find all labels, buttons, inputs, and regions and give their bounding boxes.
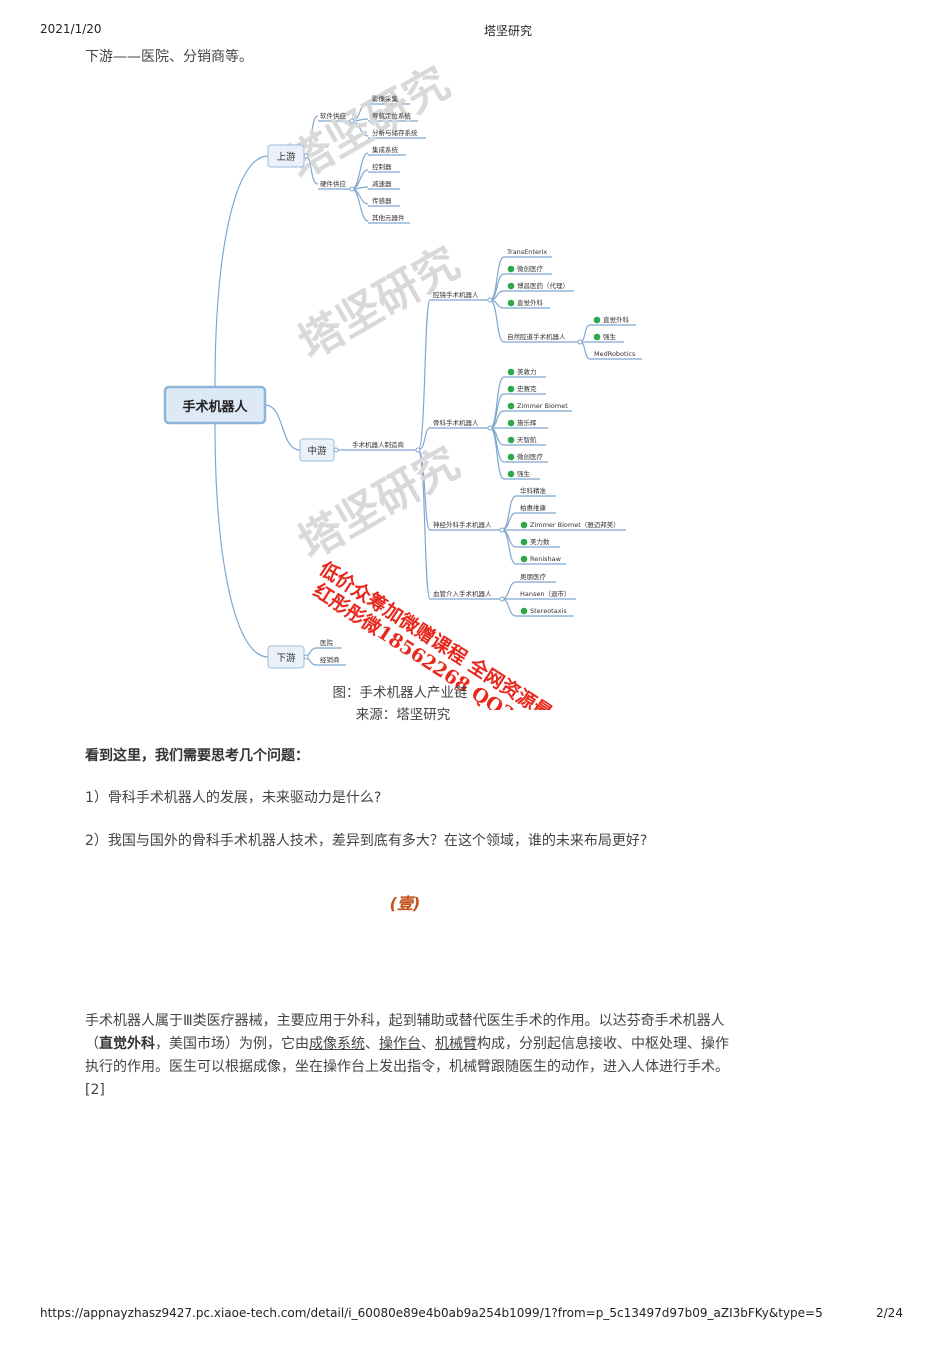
neuro-item-1: 华科精准: [520, 486, 547, 495]
midstream-node-label: 中游: [307, 445, 327, 457]
check-icon: [507, 265, 515, 273]
para-bold: 直觉外科: [99, 1036, 155, 1052]
nat-item-2: 强生: [603, 332, 617, 341]
vascular-node: 血管介入手术机器人: [433, 589, 492, 598]
para-text-3: 构成，分别起信息接收、中枢处理、操作执行的作用。医生可以根据成像，坐在操作台上发…: [85, 1036, 729, 1098]
para-underline-1: 成像系统: [309, 1036, 365, 1052]
check-icon: [507, 368, 515, 376]
check-icons: [507, 265, 601, 615]
neuro-item-5: Renishaw: [530, 555, 562, 563]
root-node-label: 手术机器人: [182, 399, 248, 415]
para-sep-2: 、: [421, 1036, 435, 1052]
check-icon: [507, 299, 515, 307]
para-sep-1: 、: [365, 1036, 379, 1052]
ortho-item-3: Zimmer Biomet: [517, 402, 568, 410]
check-icon: [593, 333, 601, 341]
laparoscopic-node: 腔镜手术机器人: [433, 290, 479, 299]
section-title: (壹): [389, 894, 421, 913]
root-node-box: [163, 385, 267, 425]
hw-item-1: 集成系统: [372, 145, 399, 154]
check-icon: [520, 607, 528, 615]
vasc-item-1: 奥朋医疗: [520, 572, 547, 581]
body-paragraph: 手术机器人属于Ⅲ类医疗器械，主要应用于外科，起到辅助或替代医生手术的作用。以达芬…: [85, 1010, 730, 1102]
hw-item-4: 传感器: [372, 196, 392, 205]
check-icon: [593, 316, 601, 324]
check-icon: [520, 555, 528, 563]
lap-item-2: 微创医疗: [517, 264, 544, 273]
nat-item-3: MedRobotics: [594, 350, 636, 358]
check-icon: [507, 470, 515, 478]
ortho-item-5: 天智航: [517, 435, 537, 444]
upstream-node-label: 上游: [276, 151, 296, 163]
down-item-2: 经销商: [320, 655, 340, 664]
watermark-faint-1: 塔坚研究: [280, 60, 458, 190]
question-2: 2）我国与国外的骨科手术机器人技术，差异到底有多大？在这个领域，谁的未来布局更好…: [85, 833, 648, 849]
para-text-1: 手术机器人属于Ⅲ类医疗器械，主要应用于外科，起到辅助或替代医生手术的作用。以达芬…: [85, 1013, 725, 1052]
question-1: 1）骨科手术机器人的发展，未来驱动力是什么?: [85, 790, 382, 806]
questions-heading: 看到这里，我们需要思考几个问题：: [85, 748, 309, 764]
vasc-item-3: Stereotaxis: [530, 607, 567, 615]
ortho-item-1: 美敦力: [517, 367, 537, 376]
manufacturer-node: 手术机器人制造商: [352, 440, 405, 449]
watermark-faint-2: 塔坚研究: [290, 237, 468, 369]
check-icon: [520, 521, 528, 529]
figure-source: 来源：塔坚研究: [355, 707, 451, 723]
lap-item-3: 博昌医药（代理）: [517, 281, 569, 290]
lap-item-4: 直觉外科: [517, 298, 544, 307]
header-title: 塔坚研究: [484, 24, 533, 38]
neuro-node: 神经外科手术机器人: [433, 520, 492, 529]
nat-item-1: 直觉外科: [603, 315, 630, 324]
orthopedic-node: 骨科手术机器人: [433, 418, 479, 427]
check-icon: [507, 402, 515, 410]
sw-item-1: 影像采集: [372, 94, 399, 103]
intro-line: 下游——医院、分销商等。: [85, 49, 253, 65]
vasc-item-2: Hansen（退市）: [520, 589, 571, 598]
neuro-item-2: 柏惠维康: [520, 503, 547, 512]
hw-item-5: 其他元器件: [372, 213, 405, 222]
ortho-item-6: 微创医疗: [517, 452, 544, 461]
natural-node: 自然腔道手术机器人: [507, 332, 566, 341]
check-icon: [507, 282, 515, 290]
sw-item-2: 导航定位系统: [372, 111, 412, 120]
figure-caption: 图：手术机器人产业链: [332, 685, 468, 701]
check-icon: [507, 436, 515, 444]
para-underline-2: 操作台: [379, 1036, 421, 1052]
neuro-item-4: 美力数: [530, 537, 550, 546]
para-text-2: ，美国市场）为例，它由: [155, 1036, 309, 1052]
downstream-node-label: 下游: [276, 652, 296, 664]
down-item-1: 医院: [320, 638, 334, 647]
footer-url: https://appnayzhasz9427.pc.xiaoe-tech.co…: [40, 1306, 823, 1320]
ortho-item-4: 施乐辉: [517, 418, 537, 427]
software-supply: 软件供应: [320, 111, 347, 120]
lap-item-1: TransEnterix: [506, 248, 547, 256]
hardware-supply: 硬件供应: [320, 179, 347, 188]
neuro-item-3: Zimmer Biomet（雅迈邦美）: [530, 520, 620, 529]
footer-page: 2/24: [876, 1306, 903, 1320]
header-date: 2021/1/20: [40, 22, 102, 36]
sw-item-3: 分析与储存系统: [372, 128, 418, 137]
check-icon: [507, 385, 515, 393]
industry-chain-mindmap: 塔坚研究 塔坚研究 塔坚研究 手术机器人 上游 中游 下游 软件供应 硬件供应 …: [163, 60, 666, 710]
para-underline-3: 机械臂: [435, 1036, 477, 1052]
ortho-item-2: 史赛克: [517, 384, 537, 393]
check-icon: [507, 419, 515, 427]
hw-item-3: 减速器: [372, 179, 392, 188]
ortho-item-7: 强生: [517, 469, 531, 478]
hw-item-2: 控制器: [372, 162, 392, 171]
check-icon: [520, 538, 528, 546]
check-icon: [507, 453, 515, 461]
